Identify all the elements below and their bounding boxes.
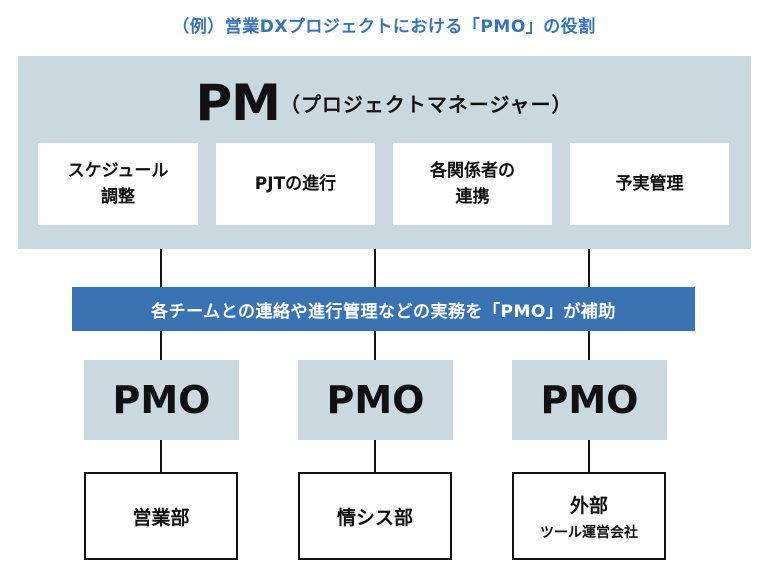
pmo-box-sales: PMO [84, 360, 239, 440]
department-name: 営業部 [132, 506, 190, 529]
connector-line [160, 249, 162, 287]
pm-task-label: スケジュール 調整 [67, 160, 169, 207]
diagram-title: （例）営業DXプロジェクトにおける「PMO」の役割 [172, 17, 596, 37]
department-name: 外部 [569, 494, 608, 517]
department-it: 情シス部 [298, 472, 452, 560]
connector-line [374, 331, 376, 360]
connector-line [588, 249, 590, 287]
department-external: 外部 ツール運営会社 [512, 472, 666, 560]
pm-task-label: PJTの進行 [254, 173, 337, 194]
pm-heading: PM（プロジェクトマネージャー） [0, 74, 768, 132]
pm-task-budget: 予実管理 [570, 143, 729, 225]
pm-task-schedule: スケジュール 調整 [38, 143, 198, 225]
connector-line [588, 440, 590, 472]
pm-task-coordination: 各関係者の 連携 [393, 143, 552, 225]
connector-line [160, 440, 162, 472]
pm-task-label: 予実管理 [615, 173, 684, 194]
connector-line [588, 331, 590, 360]
connector-line [374, 249, 376, 287]
pmo-box-external: PMO [512, 360, 667, 440]
department-sales: 営業部 [84, 472, 238, 560]
connector-line [374, 440, 376, 472]
pm-task-progress: PJTの進行 [216, 143, 375, 225]
pm-abbr: PM [195, 74, 280, 132]
connector-line [160, 331, 162, 360]
pm-task-label: 各関係者の 連携 [430, 160, 515, 207]
pm-fullname: （プロジェクトマネージャー） [279, 92, 573, 117]
department-subname: ツール運営会社 [540, 524, 638, 541]
department-name: 情シス部 [336, 506, 413, 529]
pmo-support-banner: 各チームとの連絡や進行管理などの実務を「PMO」が補助 [72, 287, 695, 331]
pmo-box-it: PMO [298, 360, 453, 440]
